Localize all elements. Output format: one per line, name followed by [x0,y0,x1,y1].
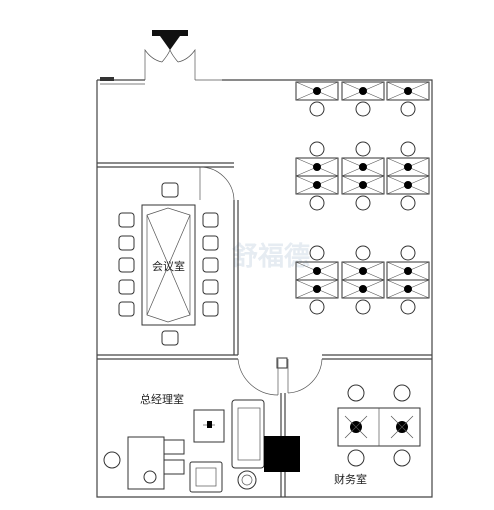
chair-icon [355,195,371,211]
interior-walls [97,354,432,497]
workstation-icon [295,245,339,281]
workstation-icon [386,81,430,117]
meeting-room-label: 会议室 [152,259,185,273]
chair-icon [400,299,416,315]
sofa-icon [231,399,265,469]
outer-walls [96,77,433,498]
chair-icon [118,182,219,346]
workstation-icon [341,175,385,211]
workstation-icon [386,245,430,281]
workstation-icon [341,279,385,315]
finance-room: 财务室 [334,384,421,486]
workstation-icon [295,81,339,117]
chair-icon [309,245,325,261]
chair-icon [355,101,371,117]
chair-icon [355,141,371,157]
chair-icon [355,245,371,261]
open-office-workstations [295,81,430,315]
workstation-icon [341,245,385,281]
workstation-icon [341,81,385,117]
chair-icon [189,461,223,493]
gm-office: 总经理室 [103,392,300,493]
workstation-icon [386,141,430,177]
chair-icon [309,101,325,117]
workstation-icon [386,279,430,315]
chair-icon [400,195,416,211]
chair-icon [400,141,416,157]
watermark: 舒福德 [232,241,310,272]
entrance-arrow-icon [152,30,188,50]
workstation-icon [295,279,339,315]
entrance [144,30,196,80]
chair-icon [355,299,371,315]
gm-office-label: 总经理室 [140,392,184,406]
chair-icon [400,245,416,261]
workstation-icon [341,141,385,177]
workstation-icon [386,175,430,211]
chair-icon [400,101,416,117]
finance-room-label: 财务室 [334,472,367,486]
chair-icon [309,195,325,211]
workstation-icon [295,175,339,211]
plant-icon [237,470,257,490]
chair-icon [309,141,325,157]
workstation-icon [295,141,339,177]
meeting-room: 会议室 [97,162,239,355]
chair-icon [309,299,325,315]
